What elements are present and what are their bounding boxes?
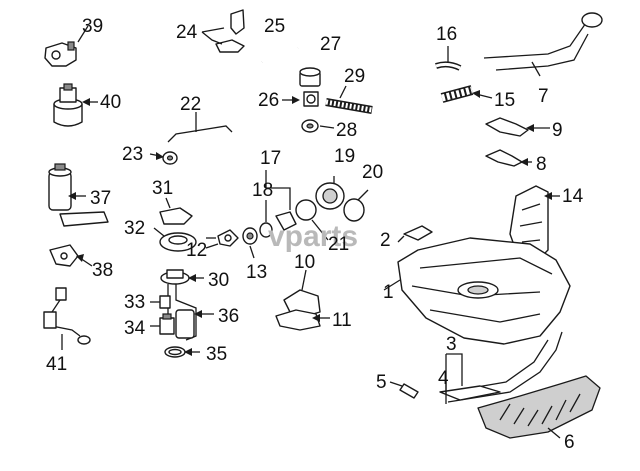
callout-40: 40 [100, 92, 121, 113]
part-14-rib [519, 203, 543, 243]
callout-16: 16 [436, 24, 457, 45]
part-26-fitting [303, 91, 319, 107]
part-18-fitting [259, 222, 273, 238]
callout-10: 10 [294, 252, 315, 273]
callout-19: 19 [334, 146, 355, 167]
part-21-o-ring [295, 199, 317, 221]
callout-37: 37 [90, 188, 111, 209]
part-15-boot [440, 85, 474, 103]
callout-32: 32 [124, 218, 145, 239]
callout-25: 25 [264, 16, 285, 37]
part-16-hose-inner [435, 62, 461, 70]
callout-34: 34 [124, 318, 146, 339]
callout-26: 26 [258, 90, 279, 111]
callout-13: 13 [246, 262, 267, 283]
part-17-fitting [275, 211, 297, 231]
part-34-regulator [159, 313, 175, 335]
part-25-hose-inner [261, 47, 300, 63]
callout-27: 27 [320, 34, 341, 55]
part-41-sender-gauge [43, 287, 91, 345]
callout-33: 33 [124, 292, 145, 313]
callout-5: 5 [376, 372, 387, 393]
callout-14: 14 [562, 186, 584, 207]
watermark: vparts [268, 220, 358, 253]
callout-20: 20 [362, 162, 383, 183]
callout-2: 2 [380, 230, 391, 251]
callout-18: 18 [252, 180, 273, 201]
callout-15: 15 [494, 90, 515, 111]
callout-11: 11 [332, 310, 352, 331]
callout-17: 17 [260, 148, 281, 169]
part-7-filler-pipe [483, 12, 603, 71]
part-27-cap [299, 67, 321, 87]
callout-numbers: 1 2 3 4 5 6 7 8 9 10 11 12 13 14 15 16 1… [46, 16, 584, 453]
callout-39: 39 [82, 16, 103, 37]
callout-8: 8 [536, 154, 547, 175]
part-13-fitting [242, 227, 258, 245]
part-28-grommet [301, 119, 319, 133]
callout-31: 31 [152, 178, 173, 199]
part-11-shield [275, 309, 321, 331]
part-31-ring [159, 207, 193, 225]
part-23-bushing [162, 151, 178, 165]
callout-3: 3 [446, 334, 457, 355]
part-19-cap [315, 182, 345, 210]
callout-12: 12 [186, 240, 207, 261]
callout-7: 7 [538, 86, 549, 107]
callout-1: 1 [383, 282, 394, 303]
part-5-bolt [399, 383, 419, 399]
part-8-bracket [485, 149, 523, 167]
callout-9: 9 [552, 120, 563, 141]
part-30-cap [160, 269, 190, 285]
callout-22: 22 [180, 94, 201, 115]
part-9-bracket [485, 117, 529, 137]
callout-29: 29 [344, 66, 365, 87]
part-24-vent-valve [215, 9, 245, 53]
callout-4: 4 [438, 368, 449, 389]
part-29-corrugated-hose [325, 98, 373, 114]
callout-36: 36 [218, 306, 239, 327]
callout-38: 38 [92, 260, 113, 281]
part-35-o-ring [164, 346, 186, 358]
part-22-strap [167, 125, 233, 143]
callout-35: 35 [206, 344, 227, 365]
leader-lines [61, 25, 561, 439]
callout-24: 24 [176, 22, 198, 43]
part-12-clamp [217, 229, 239, 247]
part-20-ring [343, 198, 365, 222]
callout-30: 30 [208, 270, 229, 291]
callout-6: 6 [564, 432, 575, 453]
part-33-filter [159, 295, 171, 309]
part-40-pump-canister [53, 83, 83, 127]
part-4-band [439, 385, 501, 401]
callout-23: 23 [122, 144, 143, 165]
part-39-bracket [44, 41, 77, 67]
part-2-bracket [403, 225, 433, 241]
callout-41: 41 [46, 354, 67, 375]
part-1-fuel-tank [397, 237, 571, 345]
callout-28: 28 [336, 120, 357, 141]
part-32-plate [159, 232, 197, 252]
part-38-bracket [49, 244, 79, 267]
part-37-fuel-pump [48, 163, 109, 227]
callout-21: 21 [328, 234, 349, 255]
part-6-heat-insulator [477, 375, 601, 439]
